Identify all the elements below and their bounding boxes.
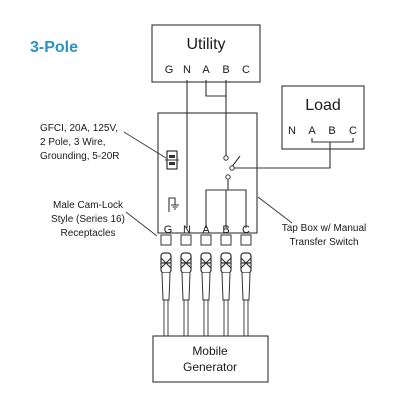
gfci-note-line: GFCI, 20A, 125V, [40, 123, 118, 134]
switch-contact-utility [223, 155, 229, 161]
utility-terminal-c: C [242, 64, 250, 76]
cam-lock-leader-line [125, 211, 158, 237]
utility-terminal-n: N [183, 64, 191, 76]
gfci-note-line: 2 Pole, 3 Wire, [40, 137, 106, 148]
utility-label: Utility [186, 36, 225, 53]
load-terminal-n: N [288, 125, 296, 137]
switch-contact-generator [225, 174, 231, 180]
generator-label-line2: Generator [183, 360, 237, 374]
tap-box-note-line: Tap Box w/ Manual [282, 223, 367, 234]
utility-terminal-g: G [165, 64, 174, 76]
utility-abc-bridge [205, 80, 227, 97]
gfci-outlet-icon [165, 150, 179, 170]
cam-lock-note: Male Cam-Lock Style (Series 16) Receptac… [51, 200, 158, 239]
load-abc-bridge [311, 138, 354, 143]
utility-terminal-a: A [202, 64, 210, 76]
diagram-title: 3-Pole [30, 39, 78, 56]
cam-lock-note-line: Style (Series 16) [51, 214, 125, 225]
gfci-leader-line [123, 131, 167, 159]
load-terminal-b: B [328, 125, 335, 137]
tap-box-leader-line [257, 196, 293, 224]
cam-lock-note-line: Male Cam-Lock [53, 200, 124, 211]
load-terminal-a: A [308, 125, 316, 137]
switch-common-contact [229, 165, 235, 171]
generator-label-line1: Mobile [192, 344, 228, 358]
generator-box [152, 335, 269, 383]
receptacle-terminal-b: B [222, 224, 229, 236]
cam-lock-receptacles [160, 234, 252, 336]
tap-box-note-line: Transfer Switch [289, 237, 358, 248]
tap-box [157, 112, 258, 234]
receptacle-terminal-n: N [183, 224, 191, 236]
tap-box-note: Tap Box w/ Manual Transfer Switch [257, 196, 367, 248]
load-feed-wire [234, 142, 331, 169]
cam-lock-plug-icon [180, 234, 192, 336]
receptacle-terminal-g: G [164, 224, 173, 236]
cam-lock-note-line: Receptacles [60, 228, 115, 239]
utility-box [151, 24, 261, 83]
receptacle-terminal-c: C [242, 224, 250, 236]
cam-lock-plug-icon [220, 234, 232, 336]
gfci-note-line: Grounding, 5-20R [40, 151, 120, 162]
load-label: Load [305, 97, 341, 114]
utility-terminal-b: B [222, 64, 229, 76]
cam-lock-plug-icon [160, 234, 172, 336]
cam-lock-plug-icon [200, 234, 212, 336]
cam-lock-plug-icon [240, 234, 252, 336]
receptacle-terminal-a: A [202, 224, 210, 236]
load-box [281, 85, 365, 150]
load-terminal-c: C [349, 125, 357, 137]
ground-symbol-icon [168, 197, 179, 212]
gfci-note: GFCI, 20A, 125V, 2 Pole, 3 Wire, Groundi… [40, 123, 167, 162]
